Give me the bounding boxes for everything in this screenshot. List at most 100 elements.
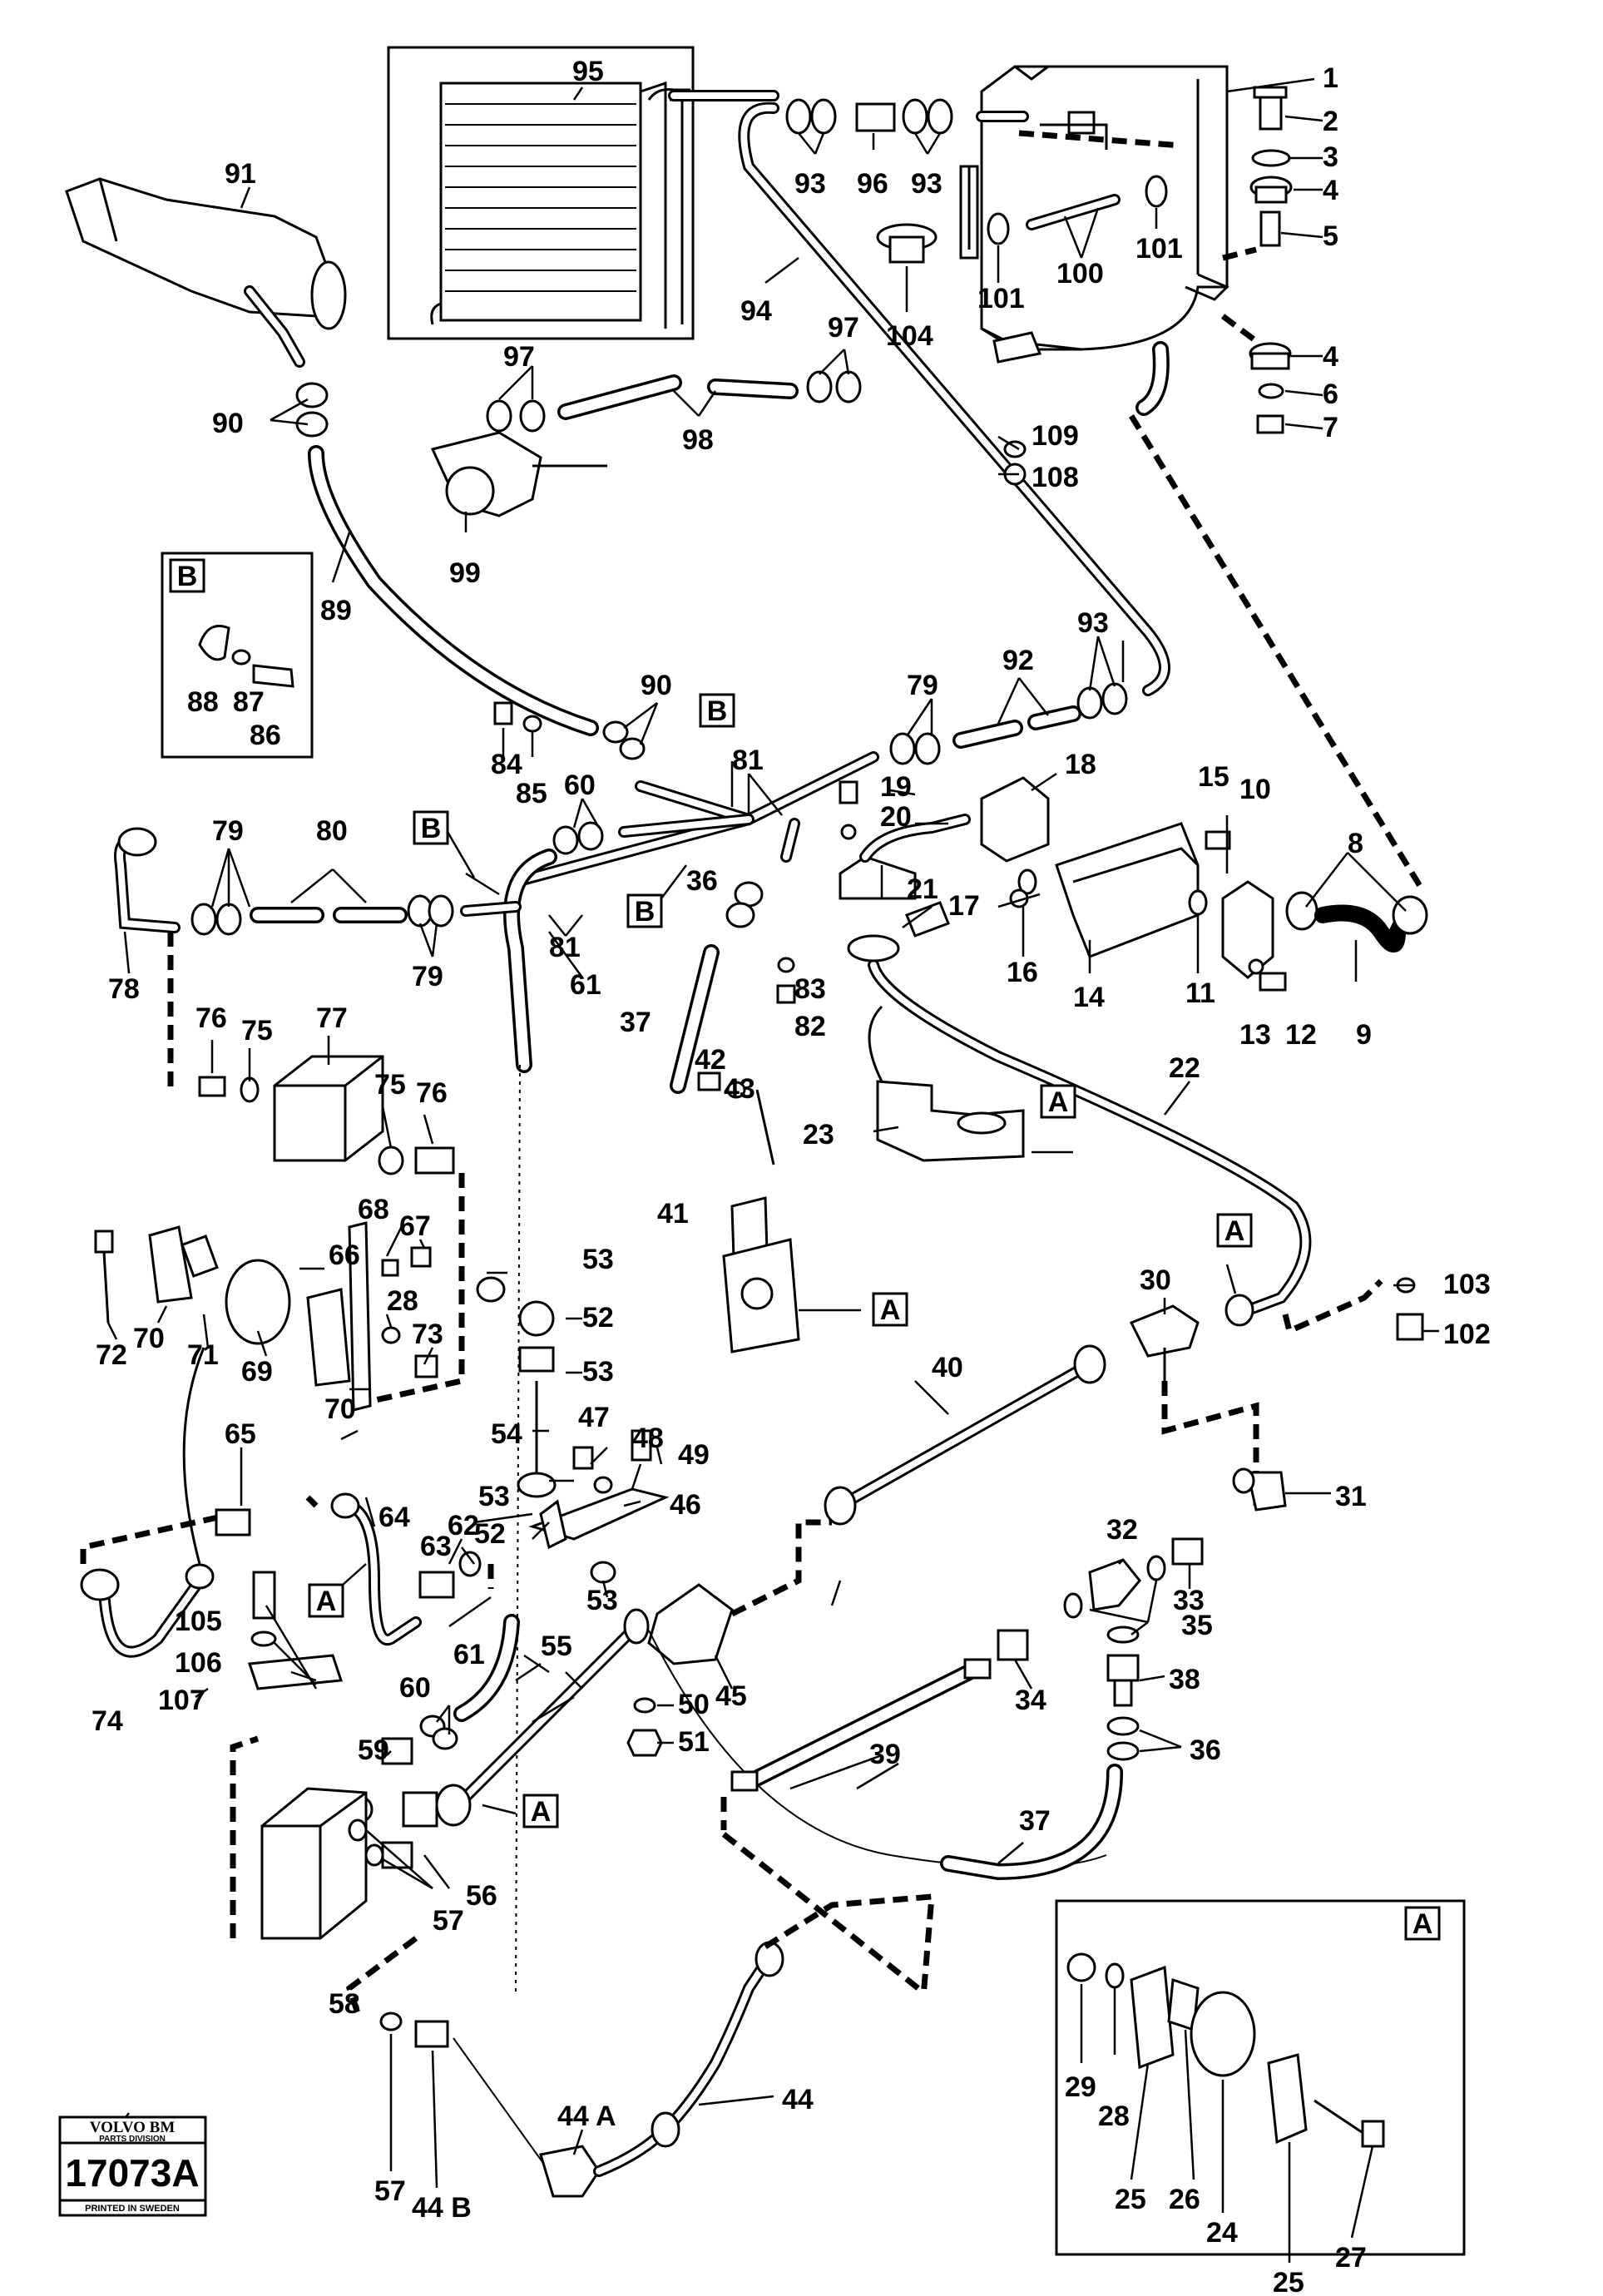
tank-fittings — [876, 175, 1168, 486]
ref-box-a4: A — [308, 1563, 367, 1618]
label-5: 5 — [1323, 220, 1338, 252]
label-28a: 28 — [387, 1285, 418, 1317]
clamp-assembly-left — [94, 1221, 438, 1412]
label-15: 15 — [1198, 761, 1229, 793]
label-61a: 61 — [570, 969, 601, 1001]
label-104: 104 — [886, 320, 933, 352]
bracket-107 — [247, 1571, 344, 1690]
label-98: 98 — [682, 424, 714, 456]
heater-hoses — [430, 370, 862, 517]
label-64: 64 — [378, 1502, 410, 1533]
ref-box-a-detail: A — [1404, 1906, 1441, 1941]
pipe-22 — [868, 959, 1383, 1335]
left-upper-line — [114, 827, 522, 1090]
label-53c: 53 — [478, 1481, 510, 1512]
logo-number: 17073A — [65, 2151, 199, 2195]
label-38: 38 — [1169, 1664, 1200, 1695]
label-90b: 90 — [641, 670, 672, 701]
top-hose-clamps — [668, 90, 1170, 696]
label-4b: 4 — [1323, 341, 1338, 373]
label-22: 22 — [1169, 1052, 1200, 1084]
label-93a: 93 — [794, 168, 826, 200]
label-37b: 37 — [1019, 1805, 1051, 1837]
ref-a4-text: A — [316, 1586, 337, 1617]
label-103: 103 — [1443, 1269, 1491, 1300]
detail-a-box — [1055, 1899, 1466, 2256]
volvo-bm-logo: VOLVO BM PARTS DIVISION 17073A PRINTED I… — [58, 2115, 207, 2217]
label-100: 100 — [1056, 258, 1104, 289]
part-labels: 1 2 3 4 5 4 6 7 95 93 96 93 100 101 101 … — [92, 56, 1491, 2296]
logo-brand: VOLVO BM — [90, 2119, 176, 2136]
label-7: 7 — [1323, 412, 1338, 443]
label-69: 69 — [241, 1356, 273, 1388]
label-60b: 60 — [399, 1672, 431, 1704]
ref-box-b1: B — [699, 693, 735, 728]
label-18: 18 — [1065, 749, 1096, 780]
label-79c: 79 — [412, 961, 443, 992]
label-86: 86 — [250, 720, 281, 751]
label-79b: 79 — [212, 815, 244, 847]
label-43: 43 — [724, 1073, 755, 1105]
label-36a: 36 — [686, 865, 718, 897]
ref-box-a1: A — [1040, 1084, 1076, 1119]
label-26: 26 — [1169, 2184, 1200, 2215]
radiator-inset — [387, 46, 695, 340]
label-31: 31 — [1335, 1481, 1367, 1512]
fittings-32-38 — [940, 1537, 1204, 1881]
label-12: 12 — [1285, 1019, 1317, 1051]
label-106: 106 — [175, 1647, 222, 1679]
label-20: 20 — [880, 801, 912, 833]
label-89: 89 — [320, 595, 352, 626]
label-47: 47 — [578, 1402, 610, 1433]
ref-box-a2: A — [872, 1292, 908, 1327]
label-50: 50 — [678, 1689, 710, 1720]
label-51: 51 — [678, 1726, 710, 1758]
label-23: 23 — [803, 1119, 834, 1150]
ref-box-b2: B — [413, 810, 476, 878]
label-8: 8 — [1348, 828, 1363, 859]
label-57b: 57 — [374, 2175, 406, 2207]
label-33: 33 — [1173, 1585, 1205, 1616]
ref-a-detail-text: A — [1413, 1908, 1433, 1940]
label-61b: 61 — [453, 1639, 485, 1670]
label-49: 49 — [678, 1439, 710, 1471]
sensor-102 — [1396, 1277, 1424, 1341]
label-28b: 28 — [1098, 2101, 1130, 2132]
label-6: 6 — [1323, 379, 1338, 410]
label-93c: 93 — [1077, 607, 1109, 639]
label-91: 91 — [225, 158, 256, 190]
label-35: 35 — [1181, 1610, 1213, 1641]
label-53a: 53 — [582, 1244, 614, 1275]
ref-b3-text: B — [635, 896, 656, 928]
label-70a: 70 — [133, 1323, 165, 1354]
hose-61-upper — [503, 821, 604, 1073]
ref-a2-text: A — [880, 1294, 901, 1326]
label-77: 77 — [316, 1002, 348, 1034]
label-101a: 101 — [1135, 233, 1183, 265]
hose-89 — [295, 382, 599, 736]
label-16: 16 — [1007, 957, 1038, 988]
y-pipe-81 — [510, 751, 879, 888]
label-62: 62 — [448, 1510, 479, 1541]
leader-lines — [91, 77, 1439, 2263]
label-73: 73 — [412, 1319, 443, 1350]
label-68: 68 — [358, 1194, 389, 1225]
label-52a: 52 — [582, 1302, 614, 1334]
label-44b: 44 B — [412, 2192, 472, 2224]
housing-14 — [839, 414, 1428, 992]
label-56: 56 — [466, 1880, 497, 1912]
label-24: 24 — [1206, 2217, 1238, 2249]
label-67: 67 — [399, 1210, 431, 1242]
label-32: 32 — [1106, 1514, 1138, 1546]
hose-39 — [720, 1629, 1029, 1830]
label-65: 65 — [225, 1418, 256, 1450]
ref-b2-text: B — [421, 813, 442, 844]
ref-a3-text: A — [1225, 1215, 1245, 1247]
label-17: 17 — [948, 890, 980, 922]
label-42: 42 — [695, 1044, 726, 1076]
label-66: 66 — [329, 1240, 360, 1271]
logo-printed: PRINTED IN SWEDEN — [85, 2204, 180, 2214]
middle-clamps — [493, 701, 646, 760]
label-87: 87 — [233, 686, 265, 718]
